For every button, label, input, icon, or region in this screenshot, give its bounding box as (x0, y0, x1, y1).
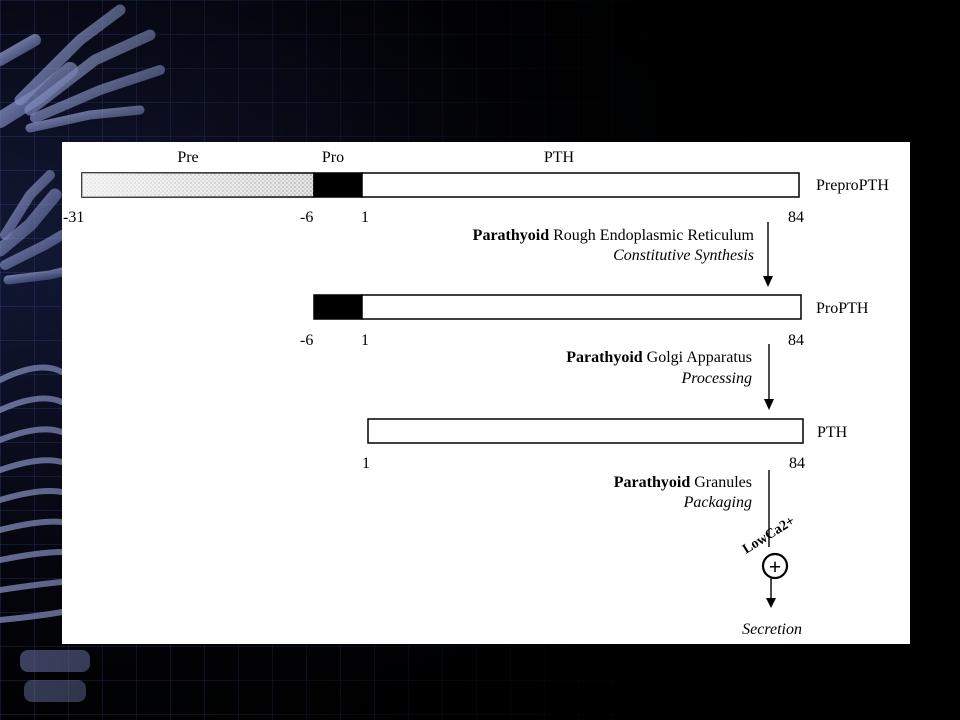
segment-label-pth: PTH (544, 149, 575, 166)
prepropth-label: PreproPTH (816, 177, 889, 194)
step-1-text: Parathyoid Rough Endoplasmic Reticulum (473, 227, 755, 244)
stimulus-symbol: + (769, 554, 782, 579)
down-arrow-icon (766, 578, 776, 608)
step-3-organ: Parathyoid (614, 474, 691, 491)
step-2-organ: Parathyoid (566, 349, 643, 366)
step-2-location: Golgi Apparatus (647, 349, 752, 366)
step-3-location: Granules (694, 474, 752, 491)
step-2-process: Processing (680, 370, 752, 387)
prepropth-tick: 84 (788, 209, 804, 226)
prepropth-bar (81, 172, 800, 198)
pth-tick: 84 (789, 455, 805, 472)
prepropth-tick: -6 (300, 209, 313, 226)
pth-segment (361, 172, 800, 198)
down-arrow-icon (763, 222, 773, 287)
plus-circle-icon: + (761, 552, 789, 580)
pth-label: PTH (817, 424, 848, 441)
step-1-location: Rough Endoplasmic Reticulum (553, 227, 754, 244)
step-3-text: Parathyoid Granules (614, 474, 752, 491)
pre-segment-fade (82, 173, 314, 197)
propth-tick: 84 (788, 332, 804, 349)
step-2-text: Parathyoid Golgi Apparatus (566, 349, 752, 366)
propth-tick: -6 (300, 332, 313, 349)
pro-segment (313, 172, 363, 198)
diagram-panel: Pre Pro PTH PreproPTH -31 -6 1 84 Parath… (62, 142, 910, 644)
secretion-label: Secretion (742, 621, 802, 638)
segment-label-pre: Pre (177, 149, 198, 166)
prepropth-tick: -31 (63, 209, 84, 226)
pth-bar (367, 418, 804, 444)
step-1-process: Constitutive Synthesis (613, 247, 754, 264)
propth-label: ProPTH (816, 300, 869, 317)
segment-label-pro: Pro (322, 149, 344, 166)
pro-segment (313, 294, 363, 320)
down-arrow-icon (764, 344, 774, 410)
step-1-organ: Parathyoid (473, 227, 550, 244)
propth-bar (313, 294, 802, 320)
pth-segment (361, 294, 802, 320)
step-3-process: Packaging (683, 494, 752, 511)
prepropth-tick: 1 (361, 209, 369, 226)
propth-tick: 1 (361, 332, 369, 349)
pth-tick: 1 (362, 455, 370, 472)
pth-biosynthesis-diagram: Pre Pro PTH PreproPTH -31 -6 1 84 Parath… (63, 149, 889, 638)
